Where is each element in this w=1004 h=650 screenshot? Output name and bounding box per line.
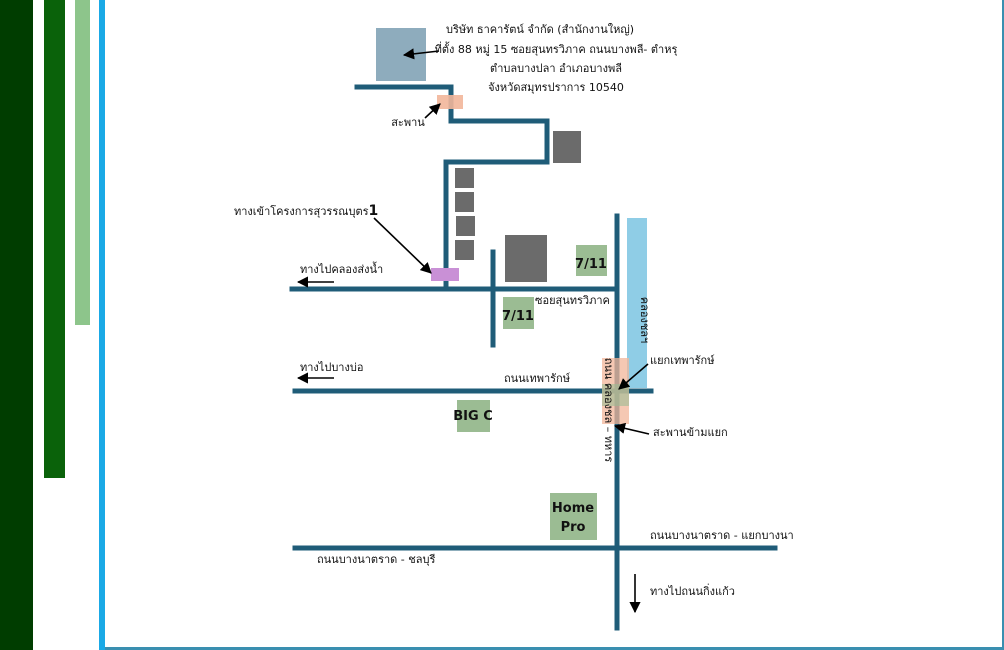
arrows <box>296 48 650 614</box>
to-king-kaew-label: ทางไปถนนกิ่งแก้ว <box>650 583 735 598</box>
arrow-to-junction <box>618 363 649 390</box>
arrow-to-office <box>402 48 440 60</box>
thepharak-junction-label: แยกเทพารักษ์ <box>650 354 715 367</box>
bridge-over-junction-label: สะพานข้ามแยก <box>653 426 728 439</box>
address-line2-text: ตำบลบางปลา อำเภอบางพลี <box>490 62 622 75</box>
arrow-to-bridge <box>424 103 441 119</box>
arrow-to-overpass <box>613 422 650 435</box>
address-line1-text: ที่ตั้ง 88 หมู่ 15 ซอยสุนทรวิภาค ถนนบางพ… <box>435 41 678 56</box>
building <box>455 168 474 188</box>
thepharak-road-label: ถนนเทพารักษ์ <box>504 372 570 385</box>
address-line3-text: จังหวัดสมุทรปราการ 10540 <box>488 81 624 94</box>
canal <box>627 218 647 388</box>
building <box>455 192 474 212</box>
building <box>505 235 547 282</box>
canal-name-label: คลองชลฯ <box>638 297 651 343</box>
stripe-blue <box>99 0 105 650</box>
seven-eleven-north-box <box>576 245 607 276</box>
to-pumping-canal-label: ทางไปคลองส่งน้ำ <box>300 261 383 276</box>
project-entrance-label: ทางเข้าโครงการสุวรรณบุตร1 <box>234 203 378 219</box>
building <box>455 240 474 260</box>
road-office-access <box>354 84 550 292</box>
bangna-trad-to-chonburi-label: ถนนบางนาตราด - ชลบุรี <box>317 553 435 566</box>
project-entrance-marker <box>431 268 459 281</box>
bangna-trad-to-bangna-label: ถนนบางนาตราด - แยกบางนา <box>650 529 794 542</box>
seven-eleven-north-label: 7/11 <box>575 257 607 272</box>
building <box>553 131 581 163</box>
homepro-label-line1: Home <box>552 501 594 516</box>
stripe-light-green <box>75 0 90 325</box>
bridge-label: สะพาน <box>391 116 425 129</box>
seven-eleven-south-box <box>503 297 534 329</box>
to-bang-bo-label: ทางไปบางบ่อ <box>300 361 363 374</box>
arrow-to-entrance <box>373 217 432 274</box>
bottom-border <box>105 647 1004 650</box>
head-office-building <box>376 28 426 81</box>
project-entrance-text: ทางเข้าโครงการสุวรรณบุตร <box>234 204 369 218</box>
big-c-box <box>457 400 490 432</box>
project-entrance-number: 1 <box>369 203 379 219</box>
homepro-label-line2: Pro <box>561 520 586 535</box>
buildings <box>455 131 581 282</box>
homepro-box <box>550 493 597 540</box>
stripe-mid-green <box>44 0 65 478</box>
right-border <box>1002 0 1004 650</box>
big-c-label: BIG C <box>453 409 492 424</box>
canal-road-label: ถนน คลองชล – ทหาร <box>602 358 615 463</box>
company-name-text: บริษัท ธาคารัตน์ จำกัด (สำนักงานใหญ่) <box>446 23 634 36</box>
bridge-small <box>437 95 463 109</box>
soi-sunthonwiphak-label: ซอยสุนทรวิภาค <box>535 294 610 307</box>
seven-eleven-south-label: 7/11 <box>502 309 534 324</box>
stripe-dark-green <box>0 0 33 650</box>
building <box>456 216 475 236</box>
